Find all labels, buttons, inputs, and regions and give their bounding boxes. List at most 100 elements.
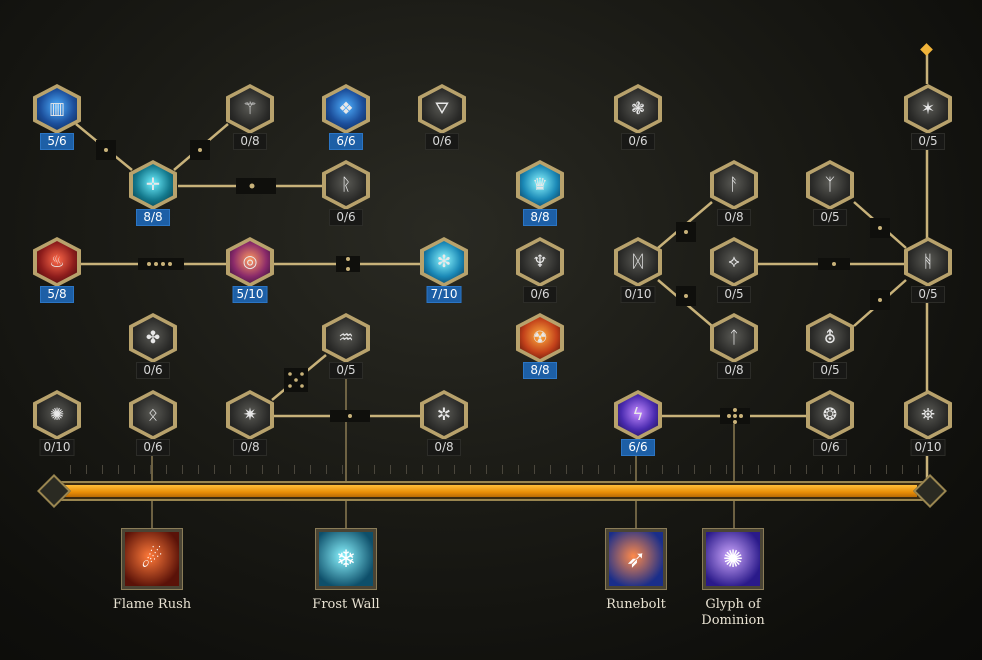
node-frame: ✷	[226, 390, 274, 440]
node-frame: ⛢	[806, 313, 854, 363]
stone-rune-icon: ᚱ	[326, 164, 366, 206]
passive-node-rune-triangle[interactable]: ⛢0/5	[806, 313, 854, 379]
feather-burst-icon: ✷	[230, 394, 270, 436]
progress-tick	[262, 465, 263, 474]
passive-node-fire-ring[interactable]: ◎5/10	[226, 237, 274, 303]
passive-node-frost-crown[interactable]: ♛8/8	[516, 160, 564, 226]
frost-wall-icon: ❄	[319, 532, 373, 586]
passive-node-web-circle[interactable]: ❂0/6	[806, 390, 854, 456]
node-rank: 8/8	[136, 209, 170, 226]
node-frame: ⚚	[226, 84, 274, 134]
node-rank: 6/6	[621, 439, 655, 456]
node-rank: 0/6	[621, 133, 655, 150]
node-rank: 0/5	[813, 362, 847, 379]
node-frame: ᛟ	[129, 390, 177, 440]
node-frame: ✛	[129, 160, 177, 210]
passive-node-clover[interactable]: ✤0/6	[129, 313, 177, 379]
node-frame: ✤	[129, 313, 177, 363]
node-frame: ✺	[33, 390, 81, 440]
passive-node-lightning[interactable]: ϟ 6/6	[614, 390, 662, 456]
runebolt-skill[interactable]: ➶	[605, 528, 667, 590]
runebolt-label: Runebolt	[606, 597, 666, 612]
passive-node-triangle-sigil[interactable]: ⛛ 0/6	[418, 84, 466, 150]
node-frame: ♨	[33, 237, 81, 287]
node-rank: 0/6	[136, 439, 170, 456]
progress-track-fill	[54, 485, 918, 497]
node-frame: ♛	[516, 160, 564, 210]
node-rank: 0/6	[425, 133, 459, 150]
passive-node-feather-burst[interactable]: ✷0/8	[226, 390, 274, 456]
node-rank: 0/6	[523, 286, 557, 303]
progress-tick	[630, 465, 631, 474]
node-rank: 0/10	[910, 439, 946, 456]
progress-tick	[150, 465, 151, 474]
node-frame: ✶	[904, 84, 952, 134]
progress-tick	[358, 465, 359, 474]
passive-node-sun-wheel[interactable]: ✺0/10	[33, 390, 81, 456]
progress-tick	[406, 465, 407, 474]
passive-node-ice-crystal[interactable]: ❖6/6	[322, 84, 370, 150]
passive-node-light-beam[interactable]: ⛯0/10	[904, 390, 952, 456]
rune-cluster-icon: ❃	[618, 88, 658, 130]
progress-tick	[518, 465, 519, 474]
passive-node-diamond-runes[interactable]: ⟡0/5	[710, 237, 758, 303]
passive-node-rune-cluster[interactable]: ❃ 0/6	[614, 84, 662, 150]
passive-node-arcane-tome[interactable]: ▥5/6	[33, 84, 81, 150]
node-rank: 8/8	[523, 209, 557, 226]
node-frame: ᚻ	[904, 237, 952, 287]
node-rank: 0/5	[717, 286, 751, 303]
arcane-tome-icon: ▥	[37, 88, 77, 130]
progress-tick	[470, 465, 471, 474]
progress-tick	[550, 465, 551, 474]
lightning-icon: ϟ	[618, 394, 658, 436]
constellation-icon: ✲	[424, 394, 464, 436]
passive-node-far-rune[interactable]: ✶0/5	[904, 84, 952, 150]
progress-tick	[854, 465, 855, 474]
node-rank: 0/6	[813, 439, 847, 456]
flame-rush-skill[interactable]: ☄	[121, 528, 183, 590]
progress-tick	[214, 465, 215, 474]
progress-tick	[598, 465, 599, 474]
passive-node-teal-core[interactable]: ✛ 8/8	[129, 160, 177, 226]
progress-tick	[918, 465, 919, 474]
node-frame: ⟡	[710, 237, 758, 287]
progress-tick	[102, 465, 103, 474]
progress-tick	[326, 465, 327, 474]
node-frame: ☢	[516, 313, 564, 363]
teal-core-icon: ✛	[133, 164, 173, 206]
fire-ring-icon: ◎	[230, 241, 270, 283]
passive-node-bone-sigil[interactable]: ⚚0/8	[226, 84, 274, 150]
progress-tick	[166, 465, 167, 474]
progress-tick	[134, 465, 135, 474]
passive-node-fire-skull[interactable]: ☢8/8	[516, 313, 564, 379]
flame-rush-icon: ☄	[125, 532, 179, 586]
node-frame: ❃	[614, 84, 662, 134]
progress-tick	[70, 465, 71, 474]
progress-tick	[502, 465, 503, 474]
runebolt-icon: ➶	[609, 532, 663, 586]
rune-grid-icon: ᚻ	[908, 241, 948, 283]
triangle-sigil-icon: ⛛	[422, 88, 462, 130]
progress-tick	[182, 465, 183, 474]
glyph-of-dominion-skill[interactable]: ✺	[702, 528, 764, 590]
node-rank: 0/5	[813, 209, 847, 226]
passive-node-wind-slash[interactable]: ♒0/5	[322, 313, 370, 379]
progress-tick	[822, 465, 823, 474]
passive-node-dragon-emblem[interactable]: ♆0/6	[516, 237, 564, 303]
progress-tick	[246, 465, 247, 474]
passive-node-constellation[interactable]: ✲0/8	[420, 390, 468, 456]
stone-block-icon: ᛏ	[714, 317, 754, 359]
clover-icon: ✤	[133, 317, 173, 359]
node-frame: ⛯	[904, 390, 952, 440]
passive-node-flame-figure[interactable]: ♨5/8	[33, 237, 81, 303]
frost-wall-skill[interactable]: ❄	[315, 528, 377, 590]
passive-node-snowflake[interactable]: ✻7/10	[420, 237, 468, 303]
